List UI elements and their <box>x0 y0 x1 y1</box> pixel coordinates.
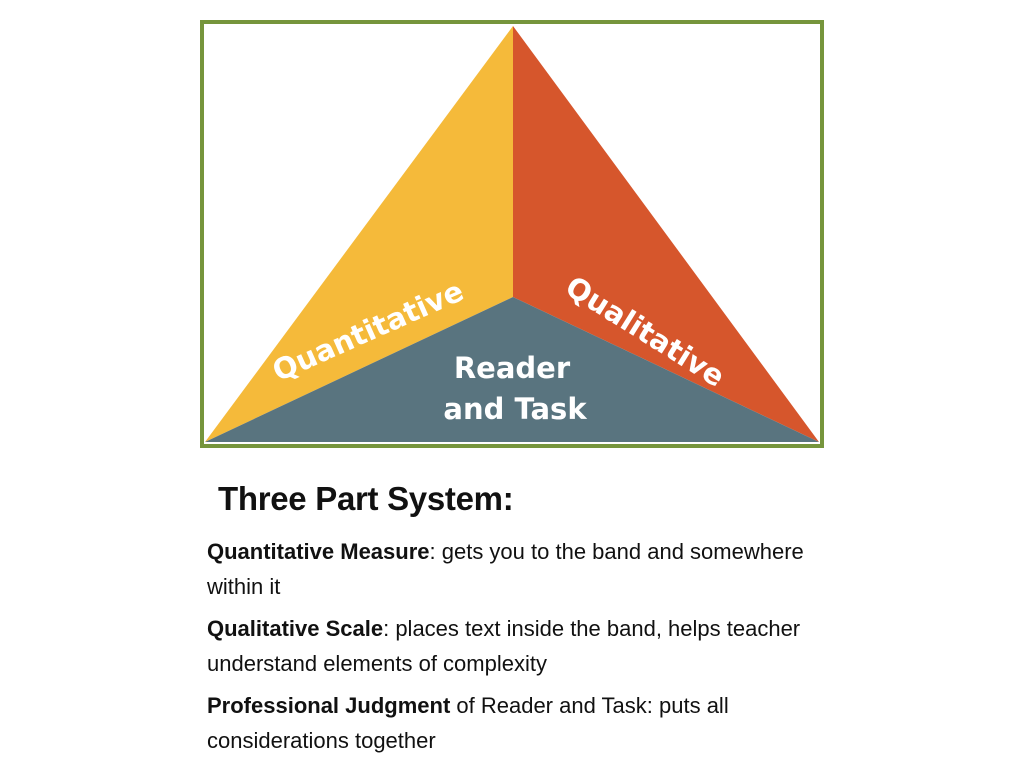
triangle-diagram: Quantitative Qualitative Reader and Task <box>200 20 824 448</box>
triangle-diagram-svg: Quantitative Qualitative Reader and Task <box>200 20 824 448</box>
point-text: : gets you to the band and somewhere wit… <box>207 539 804 599</box>
point-term: Quantitative Measure <box>207 539 430 564</box>
point-quantitative: Quantitative Measure: gets you to the ba… <box>207 534 807 604</box>
point-term: Qualitative Scale <box>207 616 384 641</box>
points-list: Quantitative Measure: gets you to the ba… <box>207 534 807 758</box>
slide-title: Three Part System: <box>218 480 514 517</box>
reader-and-task-segment <box>205 297 819 442</box>
point-term: Professional Judgment <box>207 693 451 718</box>
reader-label: Reader <box>454 351 571 385</box>
point-professional-judgment: Professional Judgment of Reader and Task… <box>207 688 807 758</box>
qualitative-segment <box>513 26 819 442</box>
and-task-label: and Task <box>443 392 587 426</box>
point-text: of Reader and Task: puts all considerati… <box>207 693 729 753</box>
point-text: : places text inside the band, helps tea… <box>207 616 801 676</box>
point-qualitative: Qualitative Scale: places text inside th… <box>207 611 807 681</box>
quantitative-segment <box>205 26 513 442</box>
